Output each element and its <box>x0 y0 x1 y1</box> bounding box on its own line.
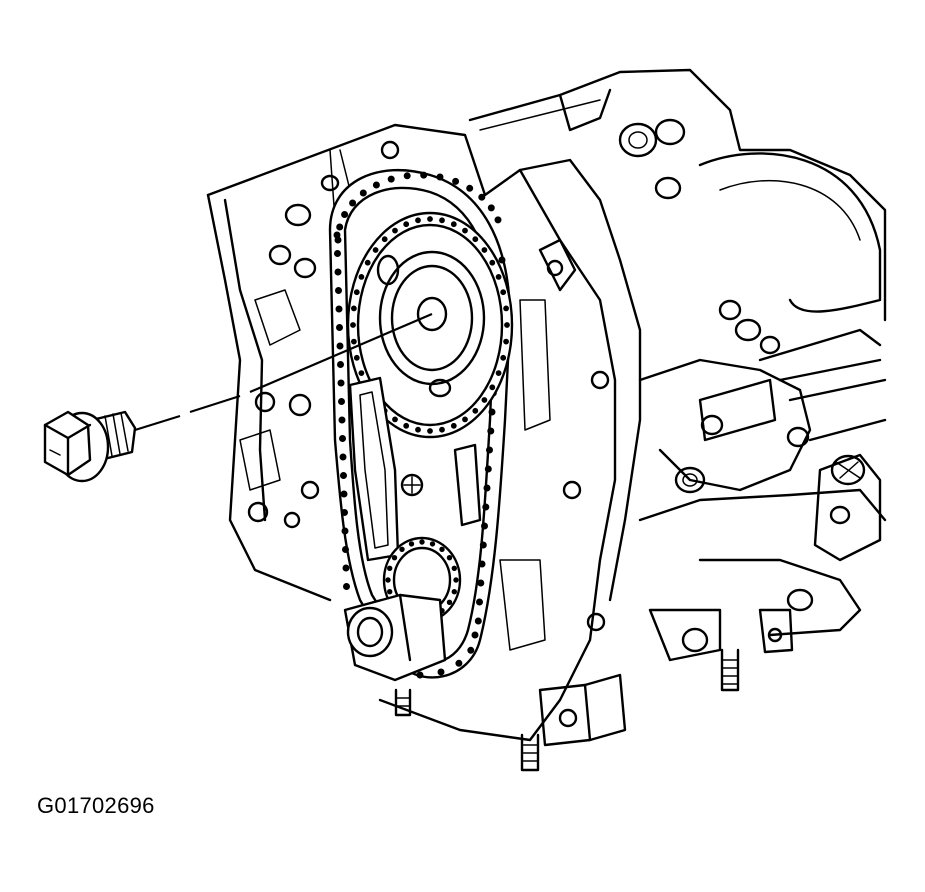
camshaft-sprocket-bolt-icon <box>43 410 137 483</box>
camshaft-sprocket-icon <box>346 211 514 439</box>
figure-id-label: G01702696 <box>37 793 155 818</box>
engine-block-icon <box>206 68 887 772</box>
crankshaft-sprocket-icon <box>343 536 462 682</box>
leader-line <box>134 312 433 431</box>
